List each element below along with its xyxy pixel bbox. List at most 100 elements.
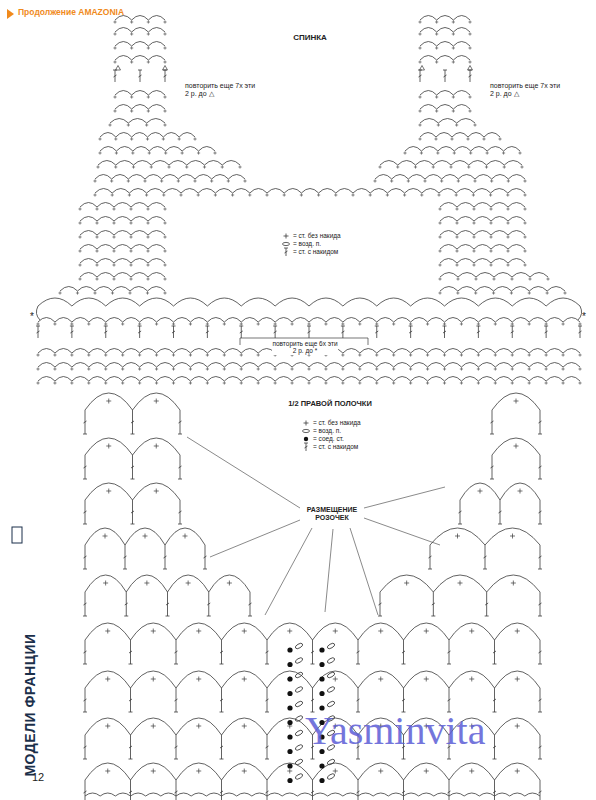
legend-symbol: [283, 242, 290, 245]
chain-arch-row: [420, 105, 470, 110]
section-tab: МОДЕЛИ ФРАНЦИИ: [22, 633, 38, 776]
chain-arch-row: [430, 528, 540, 545]
chain-arch-row: [420, 133, 500, 138]
chain-arch-row: [440, 231, 525, 236]
single-crochet-row: [478, 489, 523, 494]
chain-arch-row: [420, 16, 470, 21]
running-header: Продолжение AMAZONIA: [18, 8, 124, 18]
chain-arch-row: [38, 363, 580, 368]
legend-text: = ст. с накидом: [313, 443, 358, 450]
single-crochet-row: [78, 249, 166, 252]
single-crochet-row: [58, 291, 166, 294]
legend-symbol: [303, 429, 310, 432]
single-crochet-row: [438, 221, 526, 224]
single-crochet-row: [418, 109, 471, 112]
single-crochet-row: [418, 137, 501, 140]
slip-stitch-dot: [319, 778, 324, 783]
repeat-note: повторить еще 7х эти 2 р. до △: [490, 82, 562, 98]
chain-arch-row: [80, 217, 165, 222]
placement-note: РАЗМЕЩЕНИЕ РОЗОЧЕК: [298, 506, 366, 522]
row-end-curl: [36, 306, 581, 320]
chain-arch-row: [80, 231, 165, 236]
leader-line: [364, 487, 445, 508]
legend-symbol: [284, 248, 288, 256]
chain-arch-row: [115, 42, 165, 47]
single-crochet-row: [96, 165, 241, 168]
chain-arch-row: [85, 763, 540, 780]
chain-arch-row: [492, 393, 540, 410]
chain-arch-row: [440, 259, 525, 264]
double-crochet-row: [83, 640, 542, 664]
single-crochet-row: [418, 95, 471, 98]
chain-loop: [295, 744, 304, 751]
single-crochet-row: [36, 381, 581, 384]
chain-arch-row: [440, 203, 525, 208]
single-crochet-row: [36, 367, 581, 370]
chain-loop: [327, 773, 336, 780]
single-crochet-row: [514, 444, 519, 449]
leader-line: [364, 518, 440, 545]
chain-arch-row: [80, 245, 165, 250]
single-crochet-row: [438, 277, 549, 280]
slip-stitch-dot: [287, 734, 292, 739]
chart-title: СПИНКА: [270, 33, 350, 42]
single-crochet-row: [78, 263, 166, 266]
single-crochet-row: [93, 193, 526, 196]
double-crochet-row: [490, 410, 542, 434]
chain-arch-row: [115, 105, 165, 110]
legend-symbol: [304, 443, 308, 451]
single-crochet-row: [438, 249, 526, 252]
single-crochet-row: [36, 322, 581, 325]
chain-arch-row: [98, 161, 240, 166]
chain-arch-row: [420, 56, 470, 61]
slip-stitch-dot: [319, 763, 324, 768]
slip-stitch-dot: [319, 647, 324, 652]
chain-loop: [295, 671, 304, 678]
single-crochet-row: [403, 151, 521, 154]
single-crochet-row: [105, 629, 520, 634]
chain-arch-row: [440, 245, 525, 250]
chain-loop: [295, 715, 304, 722]
chain-loop: [327, 642, 336, 649]
chain-arch-row: [85, 671, 540, 688]
chain-arch-row: [38, 298, 580, 306]
single-crochet-row: [378, 165, 523, 168]
single-crochet-row: [514, 399, 519, 404]
header-triangle: [7, 9, 14, 19]
chain-arch-row: [380, 575, 540, 592]
single-crochet-row: [78, 235, 166, 238]
chain-loop: [327, 700, 336, 707]
slip-stitch-dot: [287, 705, 292, 710]
page-number: 12: [32, 771, 56, 784]
single-crochet-row: [78, 207, 166, 210]
chain-arch-row: [60, 287, 165, 292]
chain-arch-row: [38, 377, 580, 382]
chain-loop: [327, 671, 336, 678]
single-crochet-row: [438, 291, 566, 294]
double-crochet-row: [378, 592, 542, 616]
single-crochet-row: [98, 151, 216, 154]
watermark: Yasminvita: [305, 708, 575, 754]
chain-arch-row: [115, 28, 165, 33]
chain-arch-row: [115, 91, 165, 96]
repeat-marker: *: [582, 311, 592, 323]
chain-arch-row: [420, 91, 470, 96]
single-crochet-row: [113, 109, 166, 112]
double-crochet-row: [83, 592, 252, 616]
chain-loop: [295, 729, 304, 736]
chain-arch-row: [85, 393, 180, 410]
chain-loop: [327, 686, 336, 693]
single-crochet-row: [438, 235, 526, 238]
chain-arch-row: [440, 273, 548, 278]
slip-stitch-dot: [287, 691, 292, 696]
slip-stitch-dot: [319, 676, 324, 681]
chart-title: 1/2 ПРАВОЙ ПОЛОЧКИ: [270, 400, 390, 409]
repeat-note: повторить еще 6х эти 2 р. до *: [272, 340, 338, 355]
single-crochet-row: [106, 399, 159, 404]
chain-arch-row: [85, 483, 180, 500]
single-crochet-row: [103, 581, 232, 586]
single-crochet-row: [438, 263, 526, 266]
chain-loop: [295, 642, 304, 649]
chain-arch-row: [85, 438, 180, 455]
chain-loop: [295, 657, 304, 664]
